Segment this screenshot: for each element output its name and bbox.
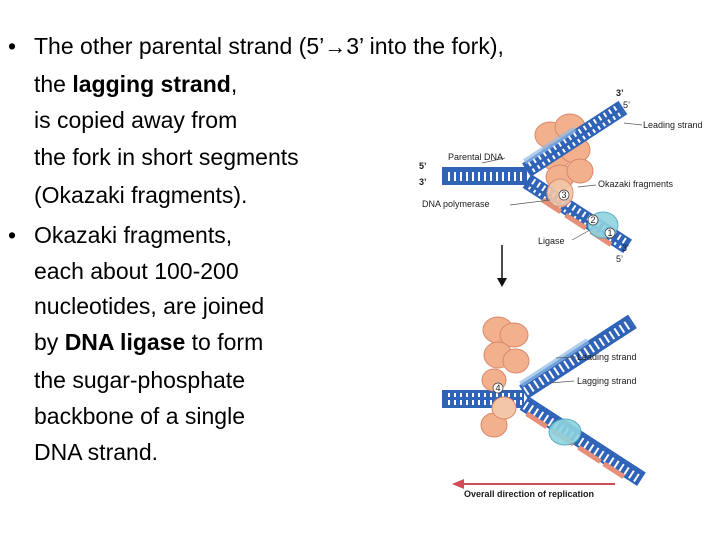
parental-dna-label: Parental DNA: [448, 152, 503, 162]
step-3-label: 3: [562, 190, 567, 200]
bullet-marker: •: [8, 33, 17, 59]
top-end-5-prime: 5’: [623, 100, 630, 110]
bullet1-line2: the lagging strand,: [34, 71, 238, 97]
overall-direction-arrow: [452, 479, 615, 489]
replication-fork-diagram: 3 2 1 3’ 5’ 5’ 3’ 3’ 5’ Leading strand P…: [419, 88, 703, 499]
bullet-marker: •: [8, 222, 17, 248]
bullet1-line3: is copied away from: [34, 107, 238, 133]
ligase-label: Ligase: [538, 236, 565, 246]
dna-ligase-term: DNA ligase: [64, 329, 186, 355]
bullet1-line5: (Okazaki fragments).: [34, 182, 248, 208]
bullet2-line4: by DNA ligase to form: [34, 329, 264, 355]
left-end-3-prime: 3’: [419, 177, 427, 187]
bullet2-line6: backbone of a single: [34, 403, 245, 429]
step-4-label: 4: [496, 383, 501, 393]
lagging-strand-term: lagging strand: [72, 71, 231, 97]
leading-strand-label-bottom: Leading strand: [577, 352, 637, 362]
okazaki-fragments-label: Okazaki fragments: [598, 179, 674, 189]
step-2-label: 2: [591, 215, 596, 225]
bullet1-line1: The other parental strand (5’→3’ into th…: [34, 33, 504, 59]
bullet1-line4: the fork in short segments: [34, 144, 299, 170]
right-arrow-icon: →: [324, 34, 347, 59]
bullet2-line7: DNA strand.: [34, 439, 158, 465]
left-end-5-prime: 5’: [419, 161, 427, 171]
down-arrow-icon: [497, 245, 507, 287]
bottom-end-3-prime: 3’: [622, 243, 629, 253]
bullet2-line5: the sugar-phosphate: [34, 367, 245, 393]
ligase-enzyme-bottom: [548, 418, 582, 446]
bottom-end-5-prime: 5’: [616, 254, 623, 264]
top-end-3-prime: 3’: [616, 88, 624, 98]
top-fork: 3 2 1 3’ 5’ 5’ 3’ 3’ 5’ Leading strand P…: [419, 88, 703, 264]
step-1-label: 1: [608, 228, 613, 238]
dna-polymerase-label: DNA polymerase: [422, 199, 490, 209]
bullet2-line2: each about 100-200: [34, 258, 239, 284]
lagging-strand-label-bottom: Lagging strand: [577, 376, 637, 386]
bottom-fork: 4 Leading strand Lagging strand Overall …: [442, 314, 646, 499]
bullet2-line1: Okazaki fragments,: [34, 222, 233, 248]
bullet2-line3: nucleotides, are joined: [34, 293, 265, 319]
helicase-enzyme-bottom: [480, 316, 530, 438]
leading-strand-label: Leading strand: [643, 120, 703, 130]
overall-direction-label: Overall direction of replication: [464, 489, 594, 499]
